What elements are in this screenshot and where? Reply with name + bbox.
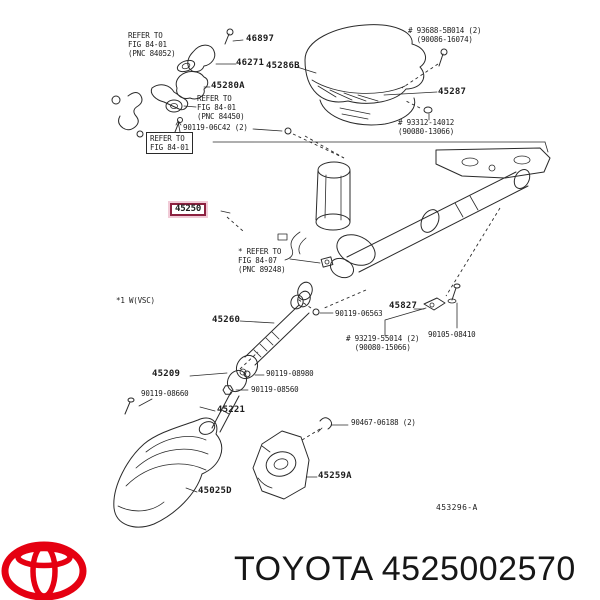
part-label-45221: 45221 — [217, 405, 246, 415]
part-label-45209: 45209 — [152, 369, 181, 379]
part-label-45025D: 45025D — [198, 486, 232, 496]
screw-label-93312: # 93312-14012 (90080-13066) — [398, 118, 455, 136]
column-cover-drawing — [304, 24, 448, 126]
part-label-45260: 45260 — [212, 315, 241, 325]
bolt-label-90119-06563: 90119-06563 — [335, 309, 383, 318]
label-leaders — [138, 39, 438, 493]
part-label-45286B: 45286B — [266, 61, 300, 71]
part-label-45280A: 45280A — [211, 81, 245, 91]
diagram-line-art — [111, 24, 551, 528]
part-label-45259A: 45259A — [318, 471, 352, 481]
highlighted-part-label-45250: 45250 — [170, 203, 207, 216]
refer-note-boxed-84-01: REFER TO FIG 84-01 — [146, 132, 193, 154]
clip-label-90467: 90467-06188 (2) — [351, 418, 416, 427]
leader-lines — [212, 141, 549, 153]
refer-note-84450: REFER TO FIG 84-01 (PNC 84450) — [197, 94, 245, 121]
part-label-45287: 45287 — [438, 87, 467, 97]
figure-code: 453296-A — [436, 503, 478, 512]
bolt-label-90105: 90105-08410 — [428, 330, 476, 339]
part-label-46897: 46897 — [246, 34, 275, 44]
refer-note-89248: * REFER TO FIG 84-07 (PNC 89248) — [238, 247, 286, 274]
ignition-bracket-drawing — [111, 28, 234, 138]
bolt-label-90119-08980: 90119-08980 — [266, 369, 314, 378]
part-label-46271: 46271 — [236, 58, 265, 68]
screw-label-93688: # 93688-5B014 (2) (90086-16074) — [408, 26, 482, 44]
brand-part-number: TOYOTA 4525002570 — [234, 550, 576, 588]
dust-cover-plate-drawing — [252, 417, 333, 500]
small-fasteners-drawing — [284, 127, 461, 337]
bolt-label-90119-08660: 90119-08660 — [141, 389, 189, 398]
steering-column-assembly-drawing — [277, 135, 551, 310]
note-vsc: *1 W(VSC) — [116, 296, 155, 305]
refer-note-84052: REFER TO FIG 84-01 (PNC 84052) — [128, 31, 176, 58]
toyota-logo — [1, 541, 87, 600]
screw-label-93219: # 93219-55014 (2) (90080-15066) — [346, 334, 420, 352]
column-hole-cover-drawing — [113, 417, 223, 528]
bolt-label-90119-06C42: 90119-06C42 (2) — [183, 123, 248, 132]
bolt-label-90119-08560: 90119-08560 — [251, 385, 299, 394]
part-label-45827: 45827 — [389, 301, 418, 311]
